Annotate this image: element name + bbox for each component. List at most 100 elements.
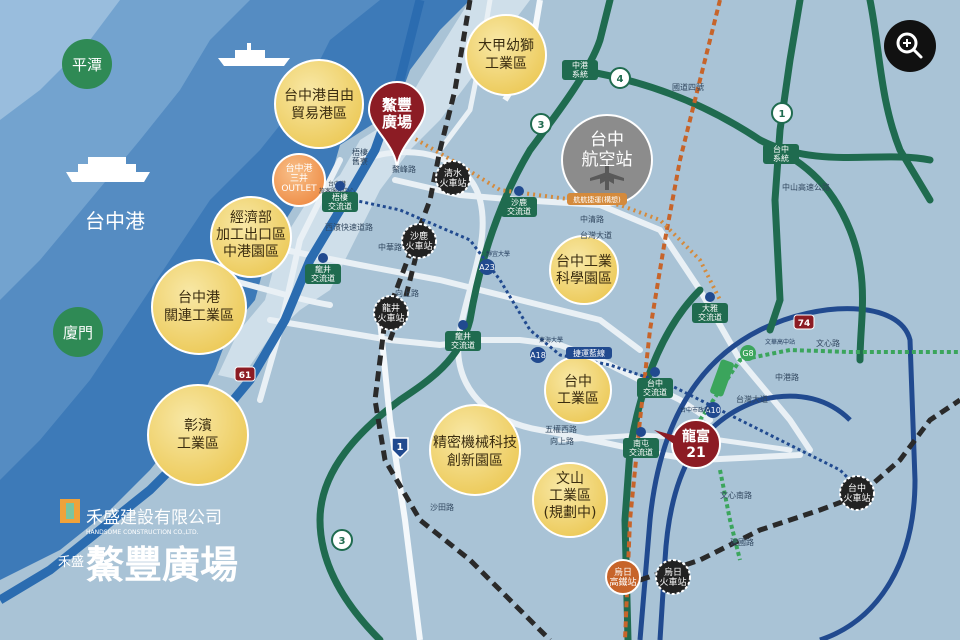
zone-industrial-label: 台中工業區 <box>557 374 599 407</box>
zone-epz-label: 經濟部加工出口區中港園區 <box>216 210 286 260</box>
station-shalu: 沙鹿火車站 <box>401 223 437 259</box>
zone-outlet <box>272 153 326 207</box>
zone-changbin <box>147 384 249 486</box>
zone-ftz <box>274 59 364 149</box>
zone-precision-label: 精密機械科技創新園區 <box>433 434 517 469</box>
svg-text:靜宜大學: 靜宜大學 <box>486 250 510 258</box>
shield-hw74: 74 <box>793 314 815 330</box>
svg-text:大雅交流道: 大雅交流道 <box>698 303 722 322</box>
road-jianguo: 建國路 <box>730 537 754 547</box>
xiamen-label: 廈門 <box>63 324 93 342</box>
airport-label: 台中航空站 <box>582 130 633 170</box>
ship-icon <box>218 43 290 66</box>
zone-related-label: 台中港關連工業區 <box>164 290 234 324</box>
svg-text:4: 4 <box>617 74 624 85</box>
svg-text:1: 1 <box>779 109 786 120</box>
road-wuchang: 五權西路 <box>545 424 577 434</box>
zone-wenshan <box>532 462 608 538</box>
road-xiangshang: 向上路 <box>395 288 419 298</box>
svg-text:航航捷運(構想): 航航捷運(構想) <box>573 195 621 204</box>
station-wuri-train: 烏日火車站 <box>655 559 691 595</box>
road-coastal: 西濱快速道路 <box>325 222 373 232</box>
zoom-in-button[interactable] <box>884 20 936 72</box>
station-taichung: 台中火車站 <box>839 475 875 511</box>
pingtan-label: 平潭 <box>72 56 102 74</box>
station-wuri-hsr: 烏日高鐵站 <box>605 559 641 595</box>
ic-longjing: 龍井交流道 <box>305 253 341 284</box>
svg-text:台中火車站: 台中火車站 <box>843 482 870 504</box>
svg-text:A18: A18 <box>530 351 546 360</box>
ic-nantun: 南屯交流道 <box>623 427 659 458</box>
svg-text:沙鹿交流道: 沙鹿交流道 <box>507 197 531 216</box>
svg-text:台中系統: 台中系統 <box>773 144 789 163</box>
zone-precision <box>429 404 521 496</box>
ic-dali: 大雅交流道 <box>692 292 728 323</box>
ic-longjing2: 龍井交流道 <box>445 320 481 351</box>
highway-74-ring <box>637 306 918 640</box>
road-wenxin: 文心路 <box>816 338 840 348</box>
project-title: 鰲豐廣場 <box>86 543 238 587</box>
metro-blue-label: 捷運藍線 <box>566 347 612 359</box>
pin-aofeng-label: 鰲豐廣場 <box>382 96 412 131</box>
road-zhongshan: 中山高速公路 <box>782 182 830 192</box>
brand-mark: 禾盛 <box>58 555 84 570</box>
zone-epz <box>210 196 292 278</box>
svg-text:龍井交流道: 龍井交流道 <box>451 331 475 350</box>
shield-p1: 1 <box>771 102 793 124</box>
metro-a18: A18 東海大學 <box>530 336 563 363</box>
svg-text:1: 1 <box>397 442 404 453</box>
highway-61 <box>0 0 425 604</box>
zone-dajia <box>465 14 547 96</box>
high-speed-rail <box>623 0 722 640</box>
road-xiangshang2: 向上路 <box>550 436 574 446</box>
svg-text:南屯交流道: 南屯交流道 <box>629 438 653 457</box>
svg-text:台中市政府: 台中市政府 <box>680 406 710 414</box>
svg-text:G8: G8 <box>742 349 753 358</box>
svg-text:梧棲交流道: 梧棲交流道 <box>328 192 352 211</box>
svg-text:3: 3 <box>339 536 346 547</box>
svg-text:東海大學: 東海大學 <box>539 336 563 344</box>
shield-hw4: 4 <box>609 67 631 89</box>
company-name-en: HANDSOME CONSTRUCTION CO.,LTD. <box>86 529 199 536</box>
svg-text:74: 74 <box>798 319 811 329</box>
svg-text:龍井火車站: 龍井火車站 <box>377 302 404 324</box>
svg-text:烏日火車站: 烏日火車站 <box>659 566 686 588</box>
svg-text:沙鹿火車站: 沙鹿火車站 <box>405 230 432 252</box>
zone-related <box>151 259 247 355</box>
metro-a23: A23 靜宜大學 <box>479 250 510 275</box>
zone-industrial <box>544 356 612 424</box>
road-aofeng: 鰲峰路 <box>392 164 416 174</box>
svg-text:台中交流道: 台中交流道 <box>643 378 667 397</box>
svg-text:中港系統: 中港系統 <box>572 60 588 79</box>
ic-zhonggang-sys: 中港系統 <box>562 60 598 80</box>
pin-aofeng[interactable]: 鰲豐廣場 <box>367 81 427 171</box>
svg-text:61: 61 <box>239 371 252 381</box>
station-longjing: 龍井火車站 <box>373 295 409 331</box>
airplane-icon <box>590 164 624 190</box>
zone-science <box>549 235 619 305</box>
zone-ftz-label: 台中港自由貿易港區 <box>284 88 354 122</box>
company-logo: 禾盛建設有限公司 HANDSOME CONSTRUCTION CO.,LTD. … <box>58 499 238 587</box>
metro-green-line <box>698 347 960 561</box>
svg-text:文華高中站: 文華高中站 <box>765 338 795 346</box>
svg-text:清水火車站: 清水火車站 <box>439 167 466 189</box>
station-qingshui: 清水火車站 <box>435 160 471 196</box>
road-qiyue: 梧棲 <box>352 147 368 157</box>
svg-text:烏日高鐵站: 烏日高鐵站 <box>609 566 636 588</box>
svg-text:A23: A23 <box>479 263 495 272</box>
zoom-in-icon <box>896 32 923 59</box>
railways <box>372 0 960 640</box>
zone-dajia-label: 大甲幼獅工業區 <box>478 38 534 72</box>
cruise-ship-icon <box>66 157 150 182</box>
road-shengyong: 中港路 <box>775 372 799 382</box>
shield-hw61: 61 <box>234 366 256 382</box>
ic-shalu: 沙鹿交流道 <box>501 186 537 217</box>
svg-text:龍井交流道: 龍井交流道 <box>311 264 335 283</box>
metro-green-label <box>710 359 734 397</box>
shield-hw3b: 3 <box>331 529 353 551</box>
